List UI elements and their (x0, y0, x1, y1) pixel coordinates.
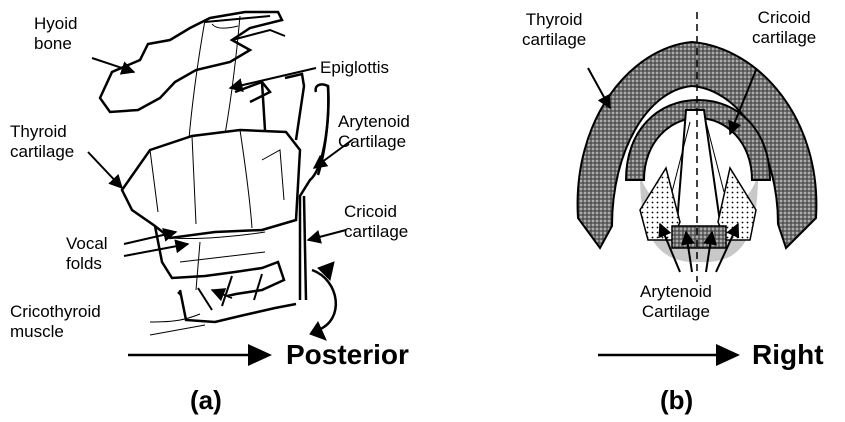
label-cricoid-b-line2: cartilage (752, 28, 816, 48)
label-vocal-line1: Vocal (66, 234, 108, 254)
hyoid-bone-shape (100, 12, 282, 112)
panel-a-drawing (100, 12, 336, 340)
posterior-direction-arrow (128, 344, 272, 366)
label-thyroid-a-line1: Thyroid (10, 122, 74, 142)
label-arytenoid-b-line2: Cartilage (640, 302, 712, 322)
label-cricoid-b-line1: Cricoid (752, 8, 816, 28)
label-cricoid-a-line1: Cricoid (344, 202, 408, 222)
label-cricothyroid-line1: Cricothyroid (10, 302, 101, 322)
label-cricothyroid-muscle: Cricothyroid muscle (10, 302, 101, 342)
label-cricoid-a-line2: cartilage (344, 222, 408, 242)
caption-a: (a) (190, 386, 222, 414)
label-cricoid-cartilage-a: Cricoid cartilage (344, 202, 408, 242)
panel-b-drawing (578, 12, 817, 282)
label-thyroid-b-line2: cartilage (522, 30, 586, 50)
direction-right-label: Right (752, 340, 824, 370)
label-cricothyroid-line2: muscle (10, 322, 101, 342)
label-vocal-folds: Vocal folds (66, 234, 108, 274)
label-arytenoid-a-line2: Cartilage (338, 132, 410, 152)
label-arytenoid-a-line1: Arytenoid (338, 112, 410, 132)
label-epiglottis-text: Epiglottis (320, 58, 389, 78)
right-direction-arrow (598, 344, 740, 366)
label-thyroid-a-line2: cartilage (10, 142, 74, 162)
label-epiglottis: Epiglottis (320, 58, 389, 78)
label-thyroid-cartilage-a: Thyroid cartilage (10, 122, 74, 162)
label-arytenoid-cartilage-a: Arytenoid Cartilage (338, 112, 410, 152)
label-arytenoid-b-line1: Arytenoid (640, 282, 712, 302)
label-arytenoid-cartilage-b: Arytenoid Cartilage (640, 282, 712, 322)
direction-posterior-label: Posterior (286, 340, 409, 370)
thyroid-cartilage-shape (122, 130, 300, 238)
label-hyoid-bone: Hyoid bone (34, 14, 77, 54)
label-thyroid-cartilage-b: Thyroid cartilage (522, 10, 586, 50)
label-vocal-line2: folds (66, 254, 108, 274)
label-thyroid-b-line1: Thyroid (522, 10, 586, 30)
label-cricoid-cartilage-b: Cricoid cartilage (752, 8, 816, 48)
caption-b: (b) (660, 386, 693, 414)
label-hyoid-line2: bone (34, 34, 77, 54)
label-hyoid-line1: Hyoid (34, 14, 77, 34)
